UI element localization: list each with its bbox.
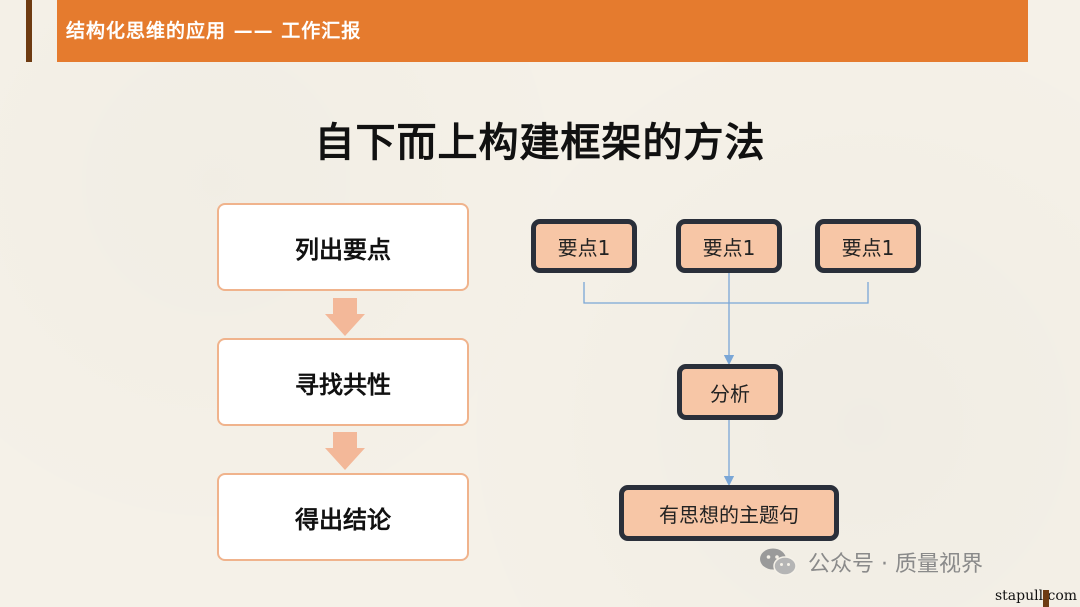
corner-accent-bar (1043, 590, 1049, 607)
site-watermark: stapull.com (995, 588, 1078, 604)
step-draw-conclusion: 得出结论 (217, 473, 469, 561)
topic-sentence-node: 有思想的主题句 (619, 485, 839, 541)
watermark-text: 公众号 · 质量视界 (808, 552, 983, 577)
down-arrow-icon (325, 432, 365, 470)
down-arrow-icon (325, 298, 365, 336)
header-band (57, 0, 1028, 62)
point-node: 要点1 (531, 219, 637, 273)
header-accent-bar (26, 0, 32, 62)
slide-title: 自下而上构建框架的方法 (314, 120, 766, 166)
step-list-points: 列出要点 (217, 203, 469, 291)
point-node: 要点1 (676, 219, 782, 273)
point-node: 要点1 (815, 219, 921, 273)
watermark: 公众号 · 质量视界 (758, 546, 983, 578)
bracket-connector (583, 282, 869, 304)
step-find-commonality: 寻找共性 (217, 338, 469, 426)
header-title: 结构化思维的应用 —— 工作汇报 (66, 20, 362, 42)
analysis-node: 分析 (677, 364, 783, 420)
wechat-icon (760, 548, 797, 576)
